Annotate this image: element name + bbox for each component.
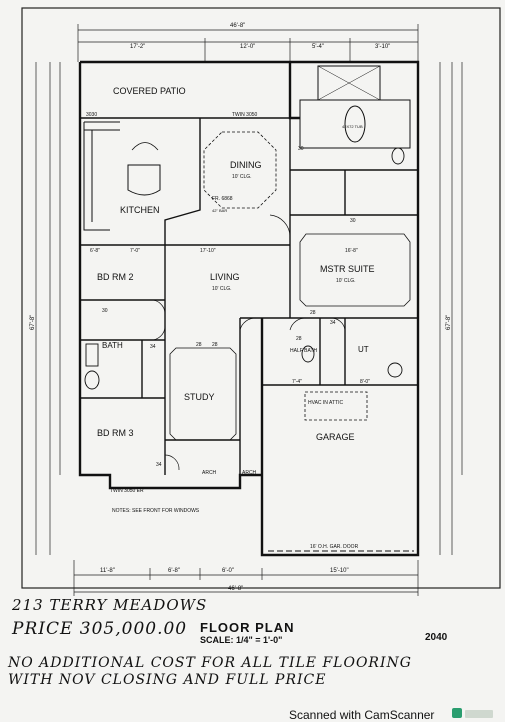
dining-ceiling: 10' CLG. (232, 174, 252, 180)
dining-ceiling-outline (203, 131, 277, 209)
room-kitchen: KITCHEN (120, 205, 160, 215)
master-ceiling: 10' CLG. (336, 278, 356, 284)
dim-bottom-left: 11'-8" (100, 568, 115, 574)
interior-walls (80, 117, 418, 475)
door-30b: 30 (298, 146, 304, 152)
room-living: LIVING (210, 272, 240, 282)
room-covered-patio: COVERED PATIO (113, 86, 186, 96)
bath-tub-icon (85, 343, 99, 367)
water-heater-icon (387, 362, 403, 378)
camscanner-logo-icon (452, 708, 493, 718)
dim-top-left: 17'-2" (130, 44, 145, 50)
room-dining: DINING (230, 160, 262, 170)
hvac-box (304, 391, 368, 421)
handwritten-note-line1: NO ADDITIONAL COST FOR ALL TILE FLOORING (8, 655, 412, 671)
room-master-suite: MSTR SUITE (320, 264, 375, 274)
title-block-scale: SCALE: 1/4" = 1'-0" (200, 635, 283, 645)
dim-top-overall: 46'-8" (230, 23, 245, 29)
dim-bd2-a: 6'-8" (90, 248, 100, 254)
dim-ut-a: 7'-4" (292, 379, 302, 385)
kitchen-counters (83, 121, 120, 231)
master-tray-outline (299, 233, 411, 307)
handwritten-price: PRICE 305,000.00 (12, 619, 188, 639)
dim-bottom-right: 15'-10" (330, 568, 349, 574)
floor-plan-drawing: 46'-8" 17'-2" 12'-0" 5'-4" 3'-10" 11'-8"… (21, 7, 501, 596)
side-dimension-lines (35, 62, 463, 555)
dim-top-right2: 3'-10" (375, 44, 390, 50)
handwritten-note-line2: WITH NOV CLOSING AND FULL PRICE (8, 672, 327, 688)
dim-ut-b: 8'-0" (360, 379, 370, 385)
title-block-number: 2040 (425, 632, 448, 643)
room-bath: BATH (102, 341, 123, 350)
door-swings (149, 214, 346, 471)
dim-right-overall: 67'-8" (446, 315, 452, 330)
kitchen-island (127, 164, 161, 196)
door-28d: 28 (310, 310, 316, 316)
top-dimension-lines (77, 24, 419, 62)
toilet-icon (84, 370, 100, 390)
room-bd-rm-2: BD RM 2 (97, 272, 134, 282)
label-fr-6868: FR. 6868 (212, 196, 233, 202)
label-twin-bottom: TWIN 3050 ER (110, 488, 144, 494)
room-half-bath: HALF BATH (290, 348, 318, 354)
half-bath-toilet-icon (301, 345, 315, 363)
scanner-watermark: Scanned with CamScanner (289, 708, 435, 722)
dim-bottom-mid2: 6'-0" (222, 568, 234, 574)
label-notes: NOTES: SEE FRONT FOR WINDOWS (112, 508, 200, 514)
master-toilet-icon (391, 147, 405, 165)
door-30a: 30 (102, 308, 108, 314)
door-28a: 28 (196, 342, 202, 348)
label-arch-2: ARCH (242, 470, 257, 476)
door-28b: 28 (212, 342, 218, 348)
room-bd-rm-3: BD RM 3 (97, 428, 134, 438)
label-garage-door: 16' O.H. GAR. DOOR (310, 544, 359, 550)
exterior-walls (78, 60, 420, 557)
label-3030: 3030 (86, 112, 97, 118)
door-34b: 34 (156, 462, 162, 468)
dim-bottom-mid1: 6'-8" (168, 568, 180, 574)
label-arch-1: ARCH (202, 470, 217, 476)
door-34a: 34 (150, 344, 156, 350)
title-block-title: FLOOR PLAN (200, 620, 295, 635)
study-outline (169, 347, 237, 441)
dim-bd2-b: 7'-0" (130, 248, 140, 254)
dim-top-right1: 5'-4" (312, 44, 324, 50)
tub-label: 42X72 TUB (342, 124, 363, 129)
living-ceiling: 10' CLG. (212, 286, 232, 292)
dim-bottom-overall: 46'-8" (228, 586, 243, 592)
door-28c: 28 (296, 336, 302, 342)
door-34c: 34 (330, 320, 336, 326)
room-study: STUDY (184, 392, 215, 402)
dim-left-overall: 67'-8" (30, 315, 36, 330)
tub-area (299, 99, 411, 149)
hvac-label: HVAC IN ATTIC (308, 400, 343, 406)
room-ut: UT (358, 345, 369, 354)
sheet-border (21, 7, 501, 589)
handwritten-address: 213 TERRY MEADOWS (12, 596, 208, 614)
door-30c: 30 (350, 218, 356, 224)
bottom-dimension-lines (73, 560, 419, 596)
tub-icon (344, 105, 366, 143)
room-garage: GARAGE (316, 432, 355, 442)
label-bar: 42" BAR (212, 208, 227, 213)
dim-top-mid: 12'-0" (240, 44, 255, 50)
label-twin-top: TWIN 3050 (232, 112, 258, 118)
dim-living-width: 17'-10" (200, 248, 216, 254)
dim-master-width: 16'-8" (345, 248, 358, 254)
